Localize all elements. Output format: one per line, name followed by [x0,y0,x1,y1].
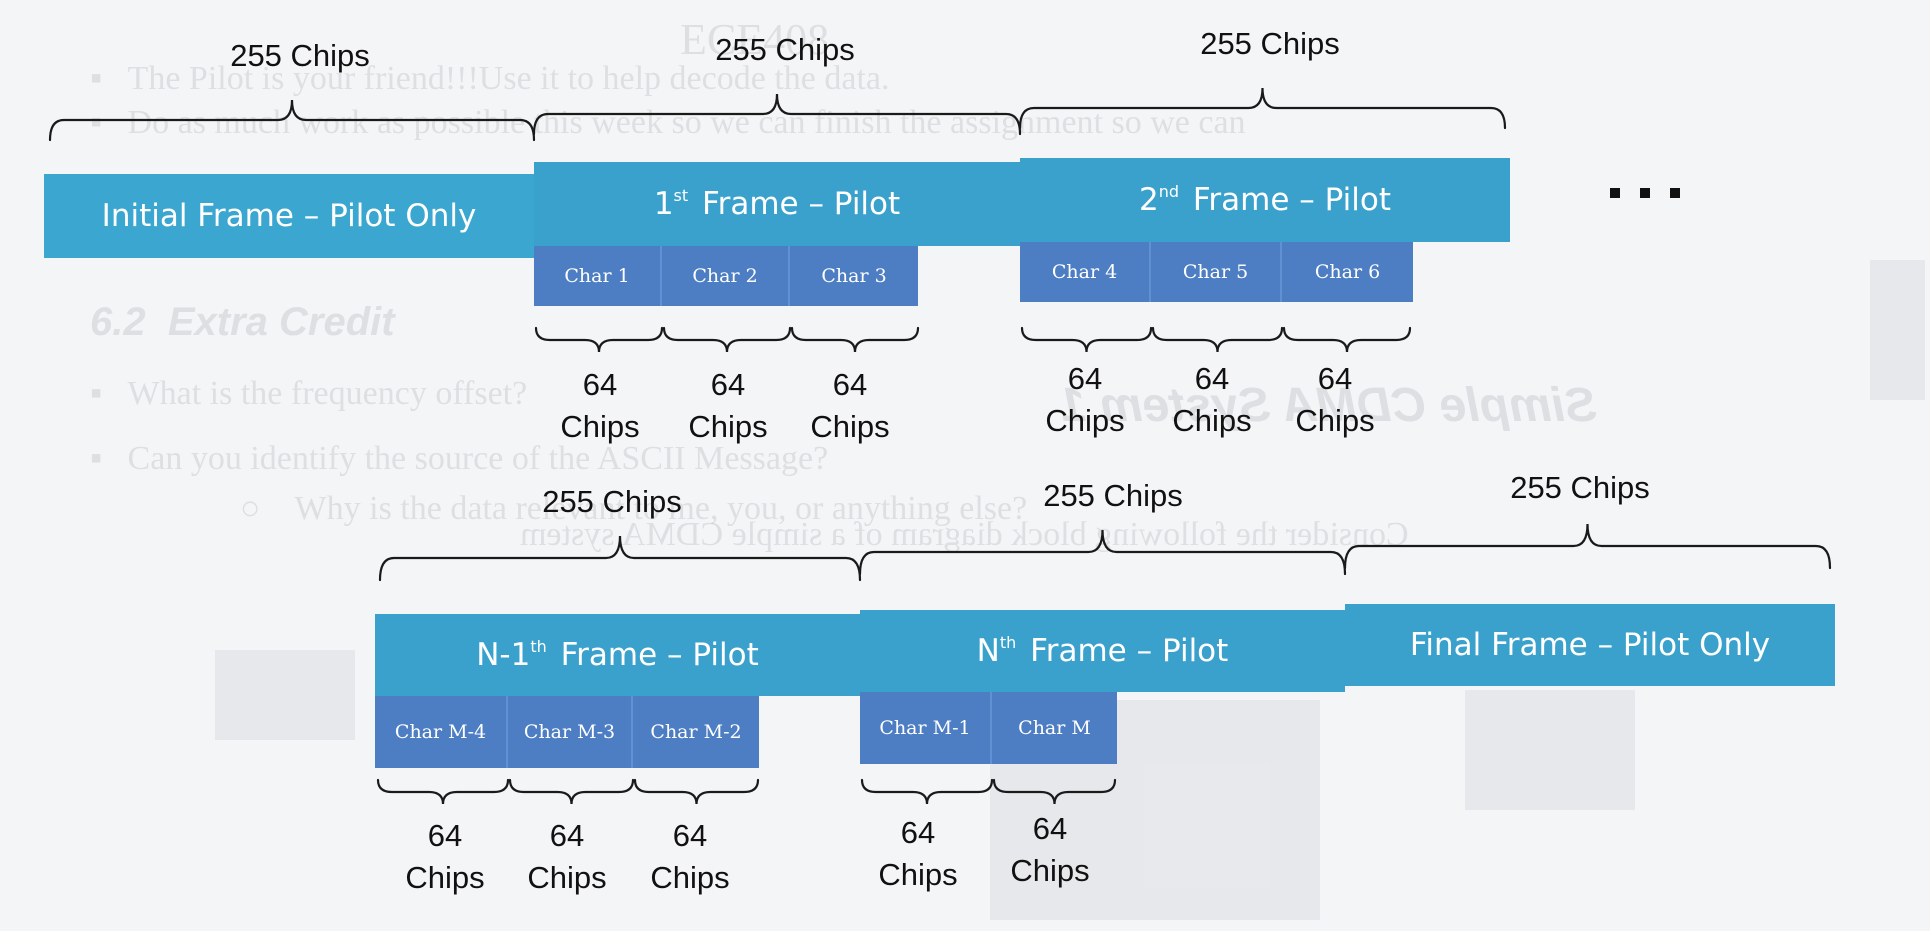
frame-label: N-1th Frame – Pilot [476,637,759,673]
char-cell: Char 2 [662,246,790,306]
bleed-through-text: 6.2 Extra Credit [90,300,395,344]
bleed-through-block [1870,260,1925,400]
frame-label: Nth Frame – Pilot [976,633,1229,669]
char-group-m-1: Char M-1 Char M [860,692,1117,764]
brace-label: 255 Chips [1200,26,1340,61]
frame-label: Initial Frame – Pilot Only [101,198,477,234]
bleed-through-block [215,650,355,740]
char-cell: Char 5 [1151,242,1282,302]
brace-64-chips [1151,326,1284,353]
char-cell: Char 4 [1020,242,1151,302]
brace-64-chips [1020,326,1153,353]
brace-64-chips [662,326,792,353]
bleed-through-text: ▪ Do as much work as possible this week … [90,104,1246,141]
char-cell: Char 3 [790,246,918,306]
bleed-through-text: Consider the following block diagram of … [520,516,1409,553]
brace-label: 255 Chips [1043,478,1183,513]
char-cell: Char 6 [1282,242,1413,302]
brace-label: 255 Chips [715,32,855,67]
frame-initial-pilot-only: Initial Frame – Pilot Only [44,174,534,258]
char-cell: Char 1 [534,246,662,306]
brace-label: 255 Chips [1510,470,1650,505]
frame-1st-pilot: 1st Frame – Pilot [534,162,1020,246]
frame-final-pilot-only: Final Frame – Pilot Only [1345,604,1835,686]
brace-64-chips [860,778,994,805]
bleed-through-text: ▪ Can you identify the source of the ASC… [90,440,829,477]
char-group-2: Char 4 Char 5 Char 6 [1020,242,1413,302]
char-cell: Char M-1 [860,692,992,764]
char-cell: Char M-2 [633,696,759,768]
char-cell: Char M-3 [508,696,633,768]
brace-64-chips [633,778,760,805]
brace-label: 255 Chips [230,38,370,73]
frame-nth-pilot: Nth Frame – Pilot [860,610,1345,692]
char-cell: Char M-4 [375,696,508,768]
brace-64-chips [1282,326,1412,353]
char-group-m-4: Char M-4 Char M-3 Char M-2 [375,696,759,768]
brace-64-chips [376,778,510,805]
bleed-through-text: ▪ The Pilot is your friend!!!Use it to h… [90,60,890,97]
brace-64-chips [534,326,664,353]
char-cell: Char M [992,692,1117,764]
frame-2nd-pilot: 2nd Frame – Pilot [1020,158,1510,242]
brace-label: 255 Chips [542,484,682,519]
bleed-through-text: ▪ What is the frequency offset? [90,375,528,412]
brace-64-chips [790,326,920,353]
brace-255-chips [1343,523,1832,570]
bleed-through-text: ○ Why is the data relevant to me, you, o… [240,490,1028,527]
frame-n-1th-pilot: N-1th Frame – Pilot [375,614,860,696]
frame-label: Final Frame – Pilot Only [1409,627,1771,663]
char-group-1: Char 1 Char 2 Char 3 [534,246,918,306]
bleed-through-text: ECE408 [680,15,830,64]
frame-label: 1st Frame – Pilot [653,186,901,222]
frame-label: 2nd Frame – Pilot [1138,182,1392,218]
bleed-through-block [1465,690,1635,810]
brace-64-chips [508,778,635,805]
